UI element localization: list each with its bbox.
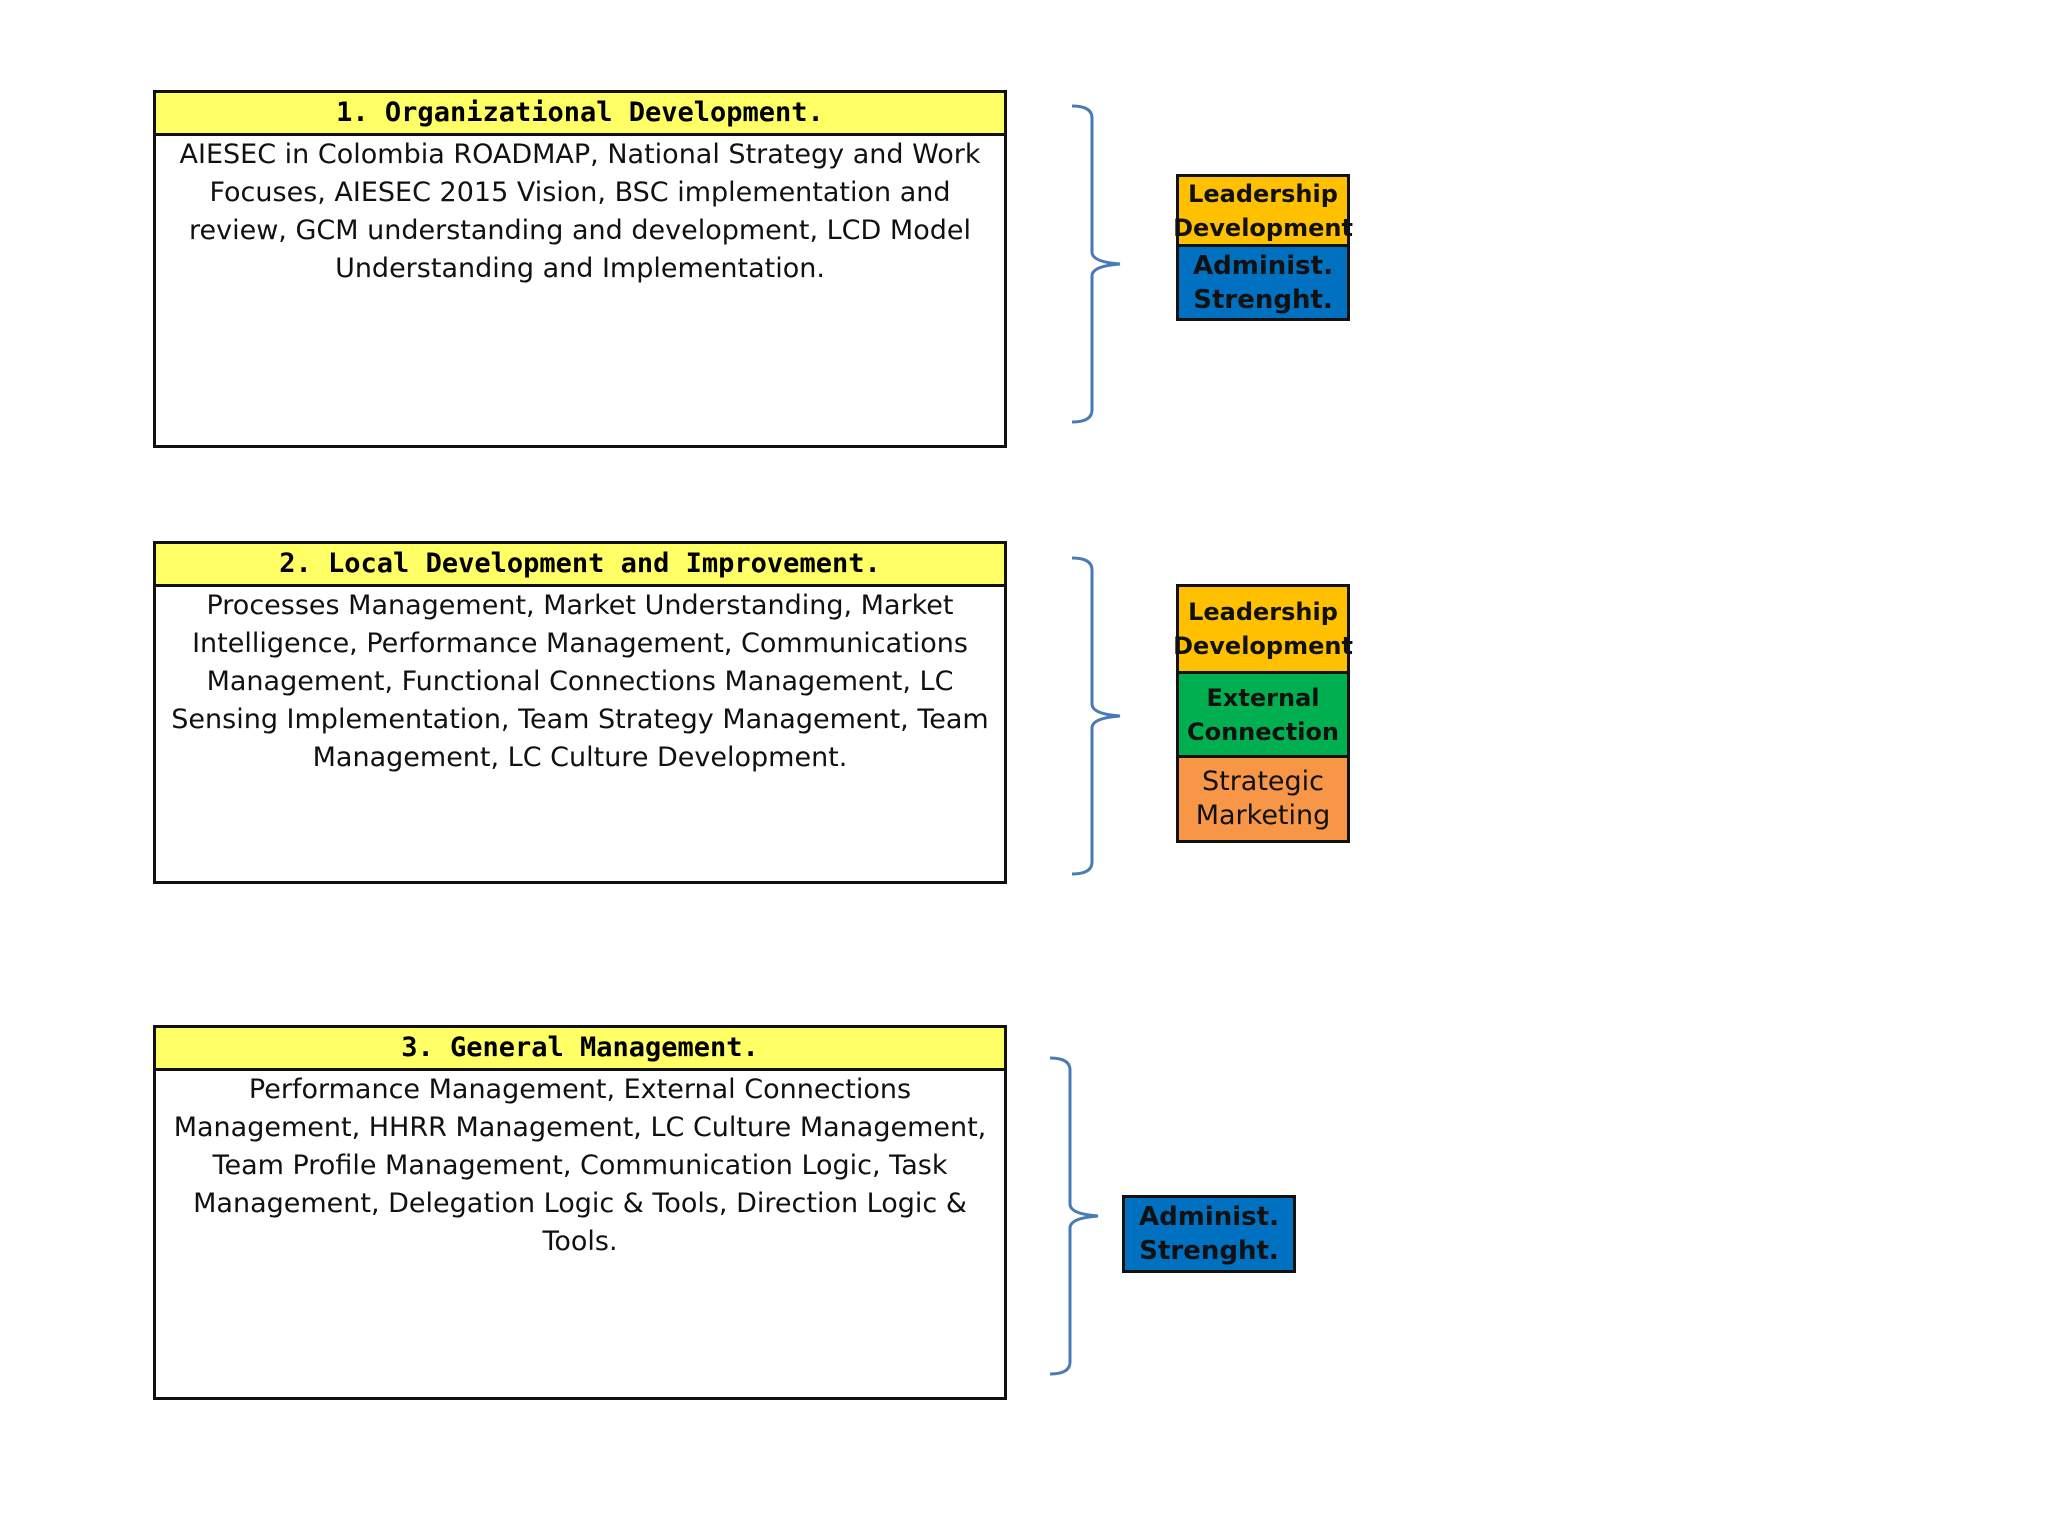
tag-stack: Leadership Development Administ. Strengh… — [1173, 174, 1353, 321]
section-description: AIESEC in Colombia ROADMAP, National Str… — [179, 139, 981, 284]
tag-stack: Leadership Development External Connecti… — [1173, 584, 1353, 843]
tag-strategic-marketing: Strategic Marketing — [1179, 758, 1347, 840]
tag-external-connection: External Connection — [1179, 674, 1347, 758]
section-box: 3. General Management. Performance Manag… — [153, 1025, 1007, 1400]
tag-administ-strenght: Administ. Strenght. — [1125, 1198, 1293, 1270]
tag-leadership-development: Leadership Development — [1173, 587, 1353, 674]
curly-brace — [1071, 556, 1121, 876]
tag-stack: Administ. Strenght. — [1122, 1195, 1296, 1273]
section-title: 1. Organizational Development. — [156, 93, 1004, 136]
curly-brace — [1071, 104, 1121, 424]
section-description: Processes Management, Market Understandi… — [171, 590, 989, 773]
section-local-development: 2. Local Development and Improvement. Pr… — [153, 541, 1007, 884]
tag-leadership-development: Leadership Development — [1173, 177, 1353, 247]
section-title: 2. Local Development and Improvement. — [156, 544, 1004, 587]
section-box: 2. Local Development and Improvement. Pr… — [153, 541, 1007, 884]
section-title: 3. General Management. — [156, 1028, 1004, 1071]
curly-brace — [1049, 1056, 1099, 1376]
section-general-management: 3. General Management. Performance Manag… — [153, 1025, 1007, 1400]
section-box: 1. Organizational Development. AIESEC in… — [153, 90, 1007, 448]
section-organizational-development: 1. Organizational Development. AIESEC in… — [153, 90, 1007, 448]
section-description: Performance Management, External Connect… — [173, 1074, 987, 1257]
tag-administ-strenght: Administ. Strenght. — [1179, 247, 1347, 318]
